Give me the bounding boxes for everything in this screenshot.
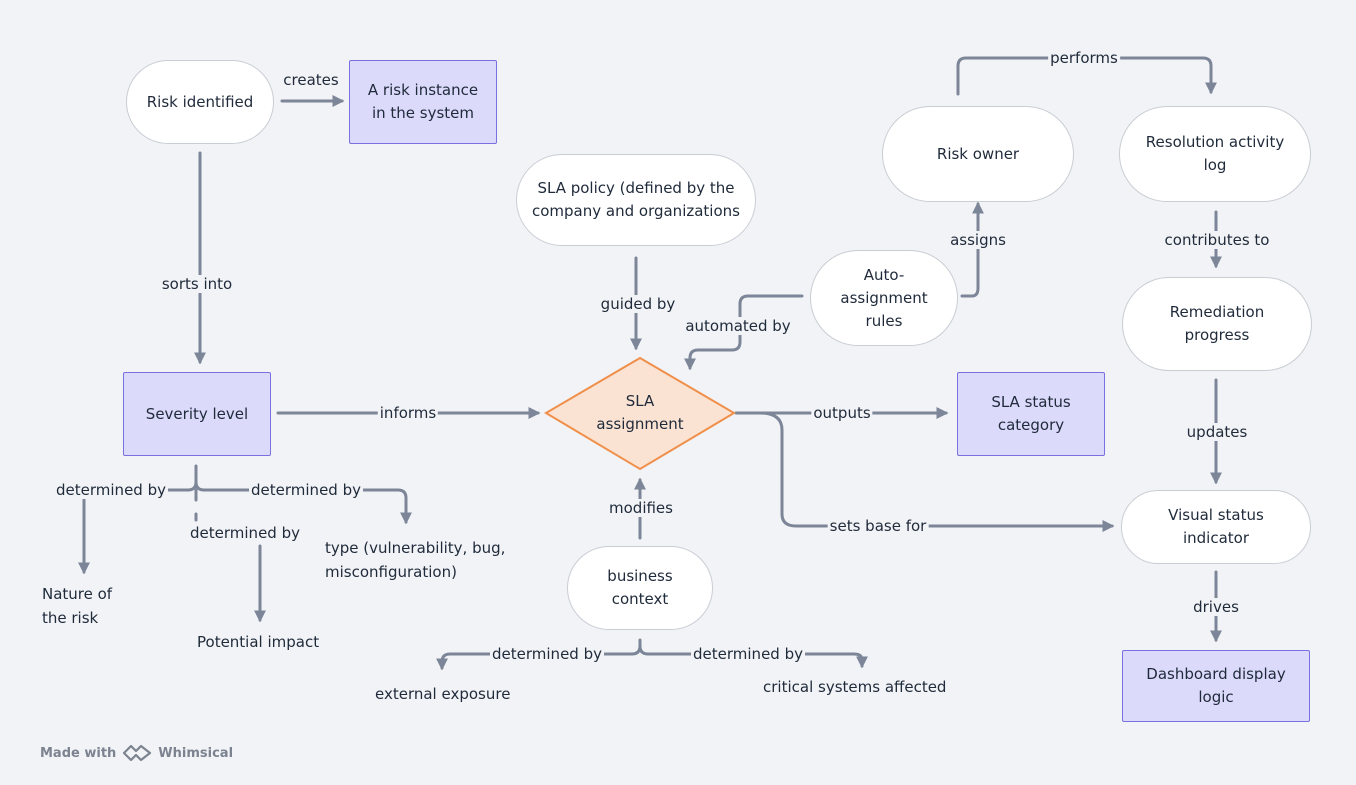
edge-label-outputs: outputs — [811, 404, 873, 422]
edge-label-guided-by: guided by — [598, 295, 678, 313]
edge-label-sets-base-for: sets base for — [827, 517, 929, 535]
node-critical-systems-label: critical systems affected — [763, 678, 947, 696]
node-severity-level[interactable]: Severity level — [123, 372, 271, 456]
edge-label-determined-by-3: determined by — [188, 524, 302, 542]
node-remediation-progress-label: Remediation progress — [1169, 303, 1265, 344]
node-visual-status-indicator-label: Visual status indicator — [1168, 506, 1264, 547]
node-critical-systems: critical systems affected — [763, 675, 946, 699]
edge-label-contributes-to: contributes to — [1162, 231, 1272, 249]
node-risk-identified[interactable]: Risk identified — [126, 60, 274, 144]
node-visual-status-indicator[interactable]: Visual status indicator — [1121, 490, 1311, 564]
node-risk-owner-label: Risk owner — [936, 144, 1020, 163]
node-auto-assignment-rules-label: Auto-assignment rules — [840, 265, 928, 330]
edge-determined-by-impact — [194, 488, 260, 620]
node-resolution-log[interactable]: Resolution activity log — [1119, 106, 1311, 202]
edge-label-modifies: modifies — [607, 499, 675, 517]
node-type-label: type (vulnerability, bug, misconfigurati… — [325, 539, 506, 581]
edge-label-informs: informs — [377, 404, 439, 422]
edge-label-performs: performs — [1048, 49, 1120, 67]
edge-determined-by-type — [194, 480, 412, 525]
edge-label-determined-by-4: determined by — [490, 645, 604, 663]
node-sla-status-category-label: SLA status category — [991, 393, 1071, 434]
node-sla-policy-label: SLA policy (defined by the company and o… — [532, 179, 740, 220]
edge-label-determined-by-1: determined by — [54, 481, 168, 499]
node-risk-instance-label: A risk instance in the system — [367, 81, 479, 122]
node-risk-instance[interactable]: A risk instance in the system — [349, 60, 497, 144]
node-risk-owner[interactable]: Risk owner — [882, 106, 1074, 202]
edge-label-assigns: assigns — [948, 231, 1008, 249]
edge-determined-by-critical — [638, 644, 868, 669]
node-business-context-label: business context — [607, 567, 673, 608]
node-risk-identified-label: Risk identified — [146, 92, 254, 111]
node-dashboard-display-logic[interactable]: Dashboard display logic — [1122, 650, 1310, 722]
node-severity-level-label: Severity level — [145, 404, 249, 423]
node-nature-of-risk: Nature of the risk — [42, 582, 132, 630]
node-auto-assignment-rules[interactable]: Auto-assignment rules — [810, 250, 958, 346]
node-sla-assignment[interactable]: SLA assignment — [586, 384, 694, 442]
node-potential-impact: Potential impact — [197, 630, 319, 654]
sla-assignment-diamond[interactable] — [544, 356, 736, 471]
edge-sets-base-for — [758, 411, 1115, 532]
node-business-context[interactable]: business context — [567, 546, 713, 630]
node-dashboard-display-logic-label: Dashboard display logic — [1146, 665, 1286, 706]
node-sla-policy[interactable]: SLA policy (defined by the company and o… — [516, 154, 756, 246]
whimsical-logo-icon — [123, 744, 152, 762]
edge-label-drives: drives — [1191, 598, 1241, 616]
whimsical-brand: Whimsical — [158, 745, 234, 761]
node-potential-impact-label: Potential impact — [197, 633, 320, 651]
edge-label-determined-by-2: determined by — [249, 481, 363, 499]
node-resolution-log-label: Resolution activity log — [1145, 133, 1285, 174]
edge-automated-by — [684, 294, 804, 371]
edge-label-creates: creates — [281, 71, 341, 89]
node-external-exposure: external exposure — [375, 682, 510, 706]
edge-assigns — [960, 201, 984, 298]
edge-label-sorts-into: sorts into — [159, 275, 235, 293]
node-sla-assignment-label: SLA assignment — [596, 392, 684, 433]
edge-label-updates: updates — [1184, 423, 1250, 441]
node-type: type (vulnerability, bug, misconfigurati… — [325, 536, 535, 584]
edge-label-automated-by: automated by — [683, 317, 793, 335]
made-with-footer[interactable]: Made with Whimsical — [40, 744, 233, 762]
edge-label-determined-by-5: determined by — [691, 645, 805, 663]
node-external-exposure-label: external exposure — [375, 685, 511, 703]
node-remediation-progress[interactable]: Remediation progress — [1122, 277, 1312, 371]
node-sla-status-category[interactable]: SLA status category — [957, 372, 1105, 456]
made-with-text: Made with — [40, 745, 117, 761]
node-nature-of-risk-label: Nature of the risk — [42, 585, 113, 627]
